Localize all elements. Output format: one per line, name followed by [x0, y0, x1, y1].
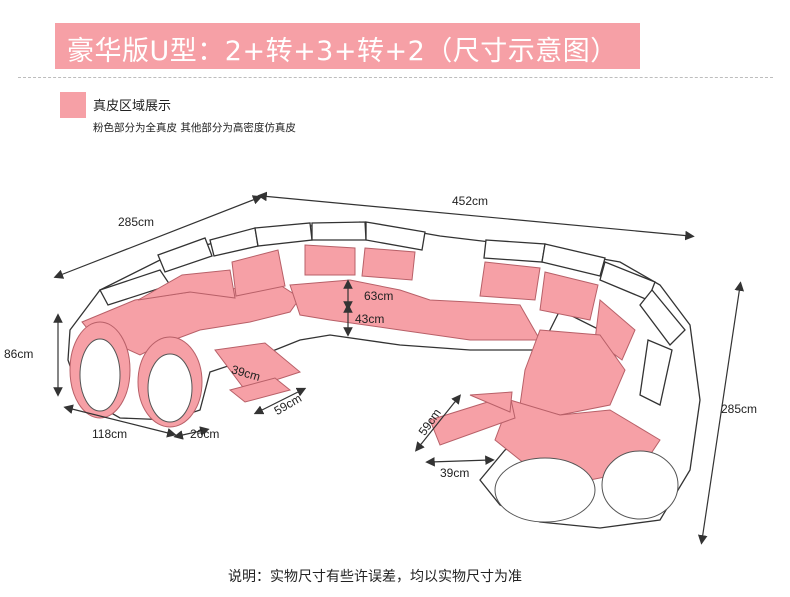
- dim-seat-height: 43cm: [355, 312, 384, 326]
- banner-title: 豪华版U型：2+转+3+转+2（尺寸示意图）: [67, 36, 618, 67]
- title-banner: 豪华版U型：2+转+3+转+2（尺寸示意图）: [55, 23, 640, 69]
- dimension-lines: [53, 191, 745, 545]
- legend-note: 粉色部分为全真皮 其他部分为高密度仿真皮: [93, 122, 296, 134]
- dim-left-base-gap: 26cm: [190, 427, 219, 441]
- dim-seat-depth: 63cm: [364, 289, 393, 303]
- armrest-ends: [79, 338, 679, 523]
- dim-right-depth: 285cm: [721, 402, 757, 416]
- leather-swatch: [60, 92, 86, 118]
- dim-left-base: 118cm: [92, 427, 127, 441]
- dim-top-width: 452cm: [452, 194, 488, 208]
- dim-left-footrest-length: 59cm: [272, 391, 304, 418]
- dim-right-footrest-width: 39cm: [440, 466, 469, 480]
- dim-height: 86cm: [4, 347, 33, 361]
- legend-title: 真皮区域展示: [93, 99, 172, 114]
- footnote: 说明：实物尺寸有些许误差，均以实物尺寸为准: [228, 569, 522, 585]
- divider: [18, 77, 773, 79]
- dim-left-depth: 285cm: [118, 215, 154, 229]
